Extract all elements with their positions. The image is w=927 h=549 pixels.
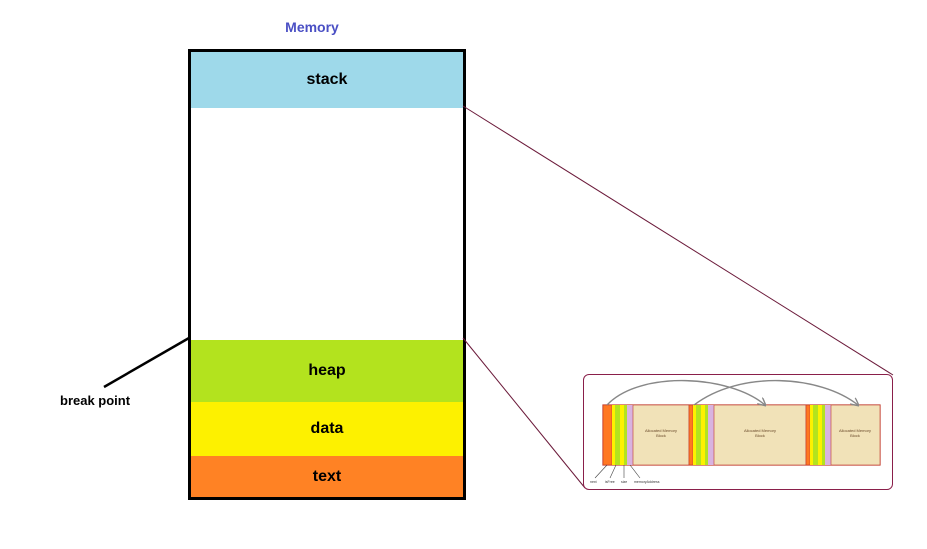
header-label-isfree: isFree [605, 480, 615, 484]
header-isfree-2 [693, 405, 696, 465]
heap-label: heap [308, 362, 346, 379]
data-segment: data [191, 402, 463, 456]
header-isfree-1b [615, 405, 620, 465]
header-size-3 [818, 405, 822, 465]
alloc-block-1 [632, 404, 690, 466]
header-next-3 [805, 404, 811, 466]
header-size-2 [701, 405, 705, 465]
header-size-1b [624, 405, 627, 465]
header-label-memoryaddress: memoryAddress [634, 480, 660, 484]
header-addr-3 [825, 405, 831, 465]
next-arrow-2 [693, 379, 858, 405]
break-point-label: break point [60, 393, 131, 408]
header-next-2 [688, 404, 694, 466]
stack-segment: stack [191, 52, 463, 108]
header-isfree-3b [813, 405, 818, 465]
diagram-title: Memory [285, 19, 339, 35]
memory-layout: stack heap data text [188, 49, 466, 500]
text-label: text [312, 467, 342, 485]
block-3-label-line2: Block [850, 433, 860, 438]
block-1-label-line1: Allocated Memory [645, 428, 677, 433]
block-2-label-line1: Allocated Memory [744, 428, 776, 433]
stack-label: stack [306, 71, 348, 88]
zoom-connector-top [462, 105, 894, 376]
header-addr-2 [708, 405, 714, 465]
block-3-label-line1: Allocated Memory [839, 428, 871, 433]
alloc-block-2 [713, 404, 807, 466]
next-arrow-1 [606, 379, 765, 405]
pointer-isfree [609, 464, 617, 479]
header-label-size: size [621, 480, 627, 484]
pointer-next [594, 464, 608, 479]
block-1-label-line2: Block [656, 433, 666, 438]
heap-segment: heap [191, 340, 463, 402]
pointer-addr [629, 464, 641, 479]
header-next-1 [602, 404, 613, 466]
zoom-connector-bottom [462, 337, 586, 489]
block-2-label-line2: Block [755, 433, 765, 438]
header-size-3b [822, 405, 825, 465]
header-label-next: next [590, 480, 597, 484]
header-size-2b [705, 405, 708, 465]
text-segment: text [191, 456, 463, 497]
header-addr-1 [627, 405, 633, 465]
header-isfree-2b [696, 405, 701, 465]
data-label: data [310, 420, 344, 437]
break-point-pointer [103, 336, 190, 389]
header-size-1 [620, 405, 624, 465]
header-isfree-1 [612, 405, 615, 465]
header-isfree-3 [810, 405, 813, 465]
